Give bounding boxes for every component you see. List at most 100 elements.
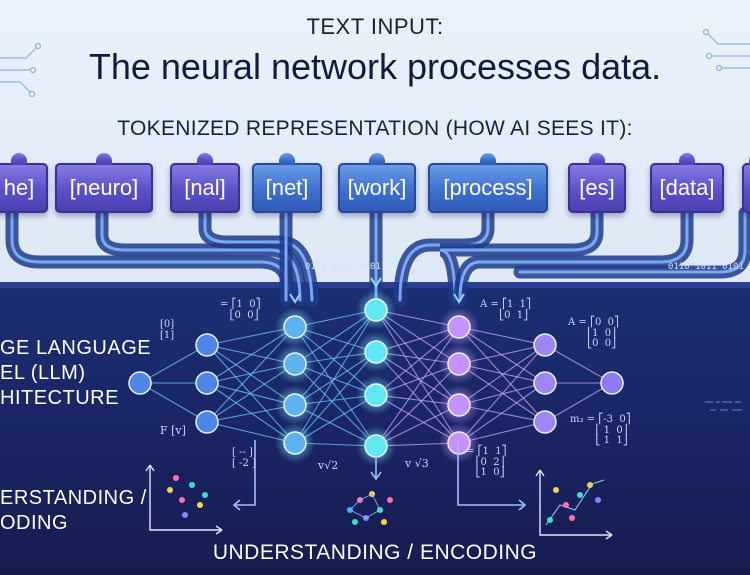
pipe-core-8 — [458, 211, 689, 302]
embedding-point-3-6 — [569, 515, 575, 521]
matrix-equation-1: = ⎡1 0⎤ ⎣0 0⎦ — [220, 299, 261, 321]
pipe-core-3 — [203, 211, 314, 302]
matrix-equation-6: [ -- ] [ -2 ] — [232, 447, 256, 469]
network-edge — [206, 326, 296, 423]
network-node-l4-1 — [364, 298, 388, 322]
tokenized-representation-title: TOKENIZED REPRESENTATION (HOW AI SEES IT… — [117, 117, 633, 140]
binary-stream-right: 0110 1011 0101 — [668, 262, 744, 272]
binary-stream-left: 0110 1011 0101 — [305, 262, 381, 272]
network-nodes — [128, 277, 624, 466]
network-edge — [458, 344, 546, 444]
understanding-label-line1: ERSTANDING / — [0, 487, 147, 509]
network-edge — [544, 344, 613, 384]
token-label: [nal] — [184, 175, 226, 200]
matrix-equation-2: A = ⎡1 1⎤ ⎣0 1⎦ — [480, 299, 532, 321]
network-node-l5-2 — [447, 352, 471, 376]
network-edge — [139, 344, 208, 384]
network-node-l5-1 — [447, 315, 471, 339]
token-label: [data] — [659, 175, 715, 200]
vector-expression: F [v] — [160, 424, 186, 437]
network-node-l6-2 — [533, 371, 557, 395]
network-edge — [375, 326, 460, 447]
pipe-core-7 — [439, 211, 599, 302]
token-flow-pipes — [5, 206, 750, 312]
embedding-point-1-6 — [173, 475, 179, 481]
network-edge — [294, 309, 377, 444]
embedding-point-2-8 — [381, 519, 387, 525]
embedding-points — [167, 475, 601, 525]
matrix-equation-7: [0] [1] — [160, 319, 175, 341]
sqrt-expression-1: v√2 — [318, 459, 339, 472]
flow-arrow-icon — [289, 293, 301, 304]
token-9 — [742, 153, 750, 213]
embedding-point-1-3 — [189, 482, 195, 488]
embedding-point-3-3 — [577, 492, 583, 498]
embedding-point-2-7 — [352, 519, 358, 525]
embedding-point-3-2 — [563, 502, 569, 508]
network-node-l2-1 — [195, 333, 219, 357]
network-edge — [294, 351, 377, 444]
network-node-l7-1 — [600, 371, 624, 395]
embedding-point-1-5 — [197, 502, 203, 508]
understanding-label-line2: ODING — [0, 512, 69, 534]
embedding-plot-right — [535, 469, 613, 540]
embedding-point-1-7 — [202, 492, 208, 498]
token-label: [process] — [443, 175, 533, 200]
network-node-l5-4 — [447, 431, 471, 455]
token-label: he] — [3, 175, 35, 200]
llm-label-line1: GE LANGUAGE — [0, 337, 152, 359]
embedding-point-3-4 — [587, 482, 593, 488]
network-node-l5-3 — [447, 393, 471, 417]
network-node-l3-4 — [283, 431, 307, 455]
network-edge — [375, 309, 460, 444]
token-label: [net] — [265, 175, 309, 200]
network-node-l1-1 — [128, 371, 152, 395]
embedding-point-3-7 — [547, 517, 553, 523]
embedding-links — [349, 493, 381, 519]
embedding-point-1-2 — [179, 497, 185, 503]
network-edge — [294, 326, 377, 447]
embedding-point-1-1 — [167, 487, 173, 493]
embedding-plot-left — [145, 464, 223, 535]
pipe-core-9 — [518, 211, 747, 274]
llm-label-line2: EL (LLM) — [0, 362, 86, 384]
puzzle-tab-icon — [197, 153, 213, 165]
bottom-caption: UNDERSTANDING / ENCODING — [212, 541, 538, 564]
puzzle-tab-icon — [96, 153, 112, 165]
token-7: [es] — [568, 153, 626, 213]
puzzle-tab-icon — [369, 153, 385, 165]
embedding-point-3-5 — [595, 497, 601, 503]
puzzle-tab-icon — [11, 153, 27, 165]
token-label: [es] — [579, 175, 615, 200]
network-node-l6-1 — [533, 333, 557, 357]
network-edge — [544, 382, 613, 423]
flow-arrow-icon — [453, 293, 465, 304]
network-node-l6-3 — [533, 410, 557, 434]
llm-label-line3: HITECTURE — [0, 387, 119, 409]
sqrt-expression-2: v √3 — [405, 457, 429, 470]
embedding-point-2-6 — [387, 497, 393, 503]
flow-arrow-icon — [370, 277, 382, 288]
pipe-core-2 — [100, 211, 302, 302]
network-edge — [294, 309, 377, 406]
edge-ticks — [705, 401, 742, 411]
matrix-equation-5: = ⎡1 1⎤ ⎢0 2⎥ ⎣1 0⎦ — [466, 446, 507, 478]
network-node-l3-2 — [283, 352, 307, 376]
circuit-decoration-right — [702, 28, 750, 72]
network-node-l4-2 — [364, 340, 388, 364]
token-label: [neuro] — [69, 175, 139, 200]
network-edge — [139, 382, 208, 423]
embedding-point-3-1 — [553, 487, 559, 493]
token-4: [net] — [252, 153, 322, 213]
token-1: he] — [0, 153, 48, 213]
puzzle-tab-icon — [480, 153, 496, 165]
network-node-l2-2 — [195, 371, 219, 395]
text-input-label: TEXT INPUT: — [306, 14, 444, 39]
token-label: [work] — [347, 175, 407, 200]
circuit-decoration-left — [0, 42, 42, 98]
output-arrows — [232, 440, 527, 511]
token-2: [neuro] — [55, 153, 153, 213]
network-node-l3-3 — [283, 393, 307, 417]
